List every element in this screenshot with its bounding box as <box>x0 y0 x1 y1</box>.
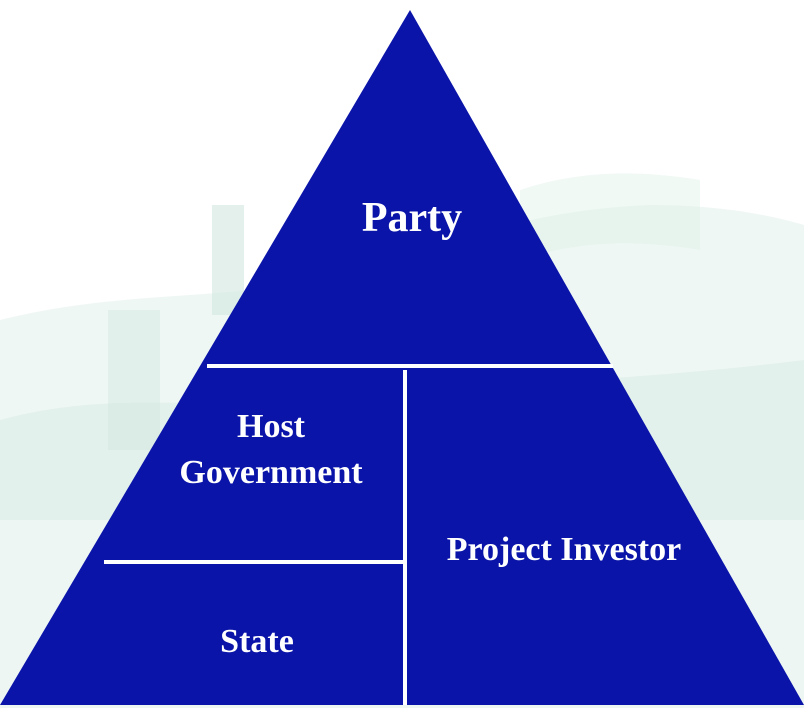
pyramid-shape <box>0 10 804 705</box>
host-line-1: Host <box>237 408 305 445</box>
segment-label-project-investor: Project Investor <box>446 531 682 568</box>
host-line-2: Government <box>179 454 363 491</box>
segment-label-host-government: Host Government <box>146 404 396 496</box>
segment-label-party: Party <box>361 195 463 241</box>
segment-label-state: State <box>220 623 294 660</box>
